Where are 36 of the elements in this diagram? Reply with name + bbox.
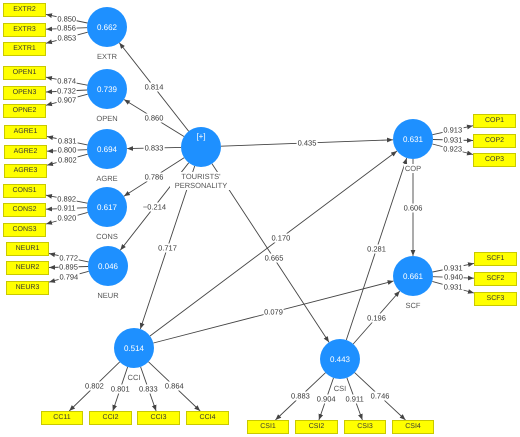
arrow — [148, 361, 201, 412]
r-squared-value: 0.514 — [124, 344, 144, 352]
arrow — [140, 366, 157, 412]
arrow — [274, 372, 326, 420]
construct-circle — [320, 339, 360, 379]
construct-circle — [88, 246, 128, 286]
construct-circle — [87, 69, 127, 109]
construct-circle — [393, 256, 433, 296]
construct-circle — [181, 127, 221, 167]
r-squared-value: 0.617 — [96, 202, 118, 212]
construct-circle — [393, 119, 433, 159]
r-squared-value: 0.661 — [402, 272, 424, 280]
arrow — [152, 280, 394, 344]
arrow — [354, 372, 406, 420]
r-squared-value: 0.662 — [96, 22, 118, 32]
arrow — [118, 42, 190, 132]
arrow — [220, 138, 394, 147]
arrow — [112, 366, 128, 412]
arrow — [68, 361, 120, 412]
arrow — [124, 99, 184, 137]
r-squared-value: 0.046 — [98, 262, 118, 270]
r-squared-value: 0.694 — [96, 144, 118, 154]
construct-circle — [114, 328, 154, 368]
construct-circle — [87, 187, 127, 227]
r-squared-value: 0.631 — [402, 134, 424, 144]
arrow — [410, 158, 416, 256]
arrow — [352, 290, 400, 344]
construct-circle — [87, 129, 127, 169]
construct-circle — [87, 7, 127, 47]
arrow — [140, 166, 196, 330]
r-squared-value: 0.443 — [330, 354, 350, 364]
r-squared-value: 0.739 — [96, 84, 118, 94]
arrow — [150, 150, 398, 336]
expand-marker: [+] — [196, 132, 206, 141]
arrow — [346, 158, 408, 340]
arrow — [123, 157, 185, 197]
